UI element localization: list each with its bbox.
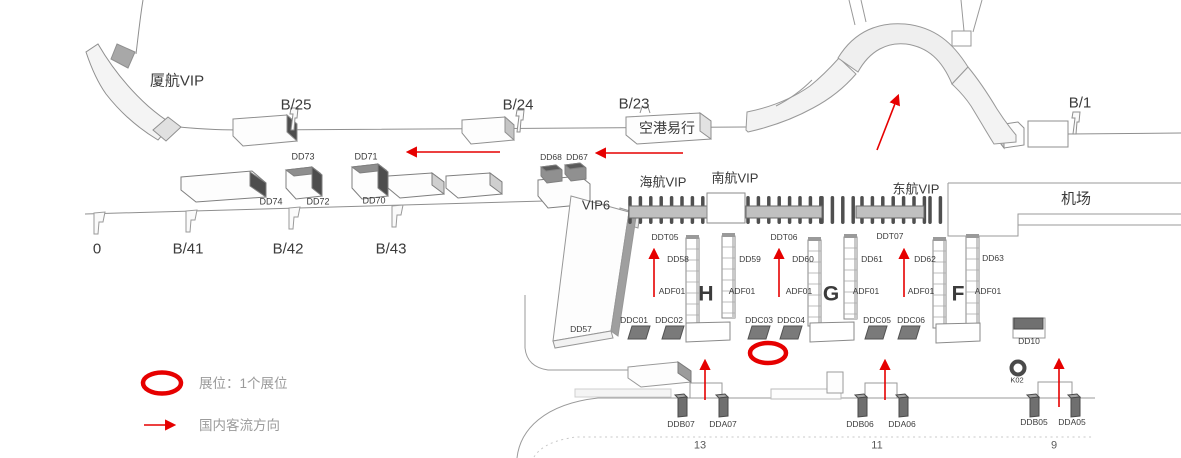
label-dd73: DD73: [291, 151, 315, 162]
label-k02: K02: [1010, 375, 1024, 385]
label-gate-b24: B/24: [502, 96, 534, 114]
label-ddc02: DDC02: [655, 314, 683, 325]
label-adf01-f-right: ADF01: [974, 285, 1002, 296]
dd10-booth: [1012, 317, 1046, 339]
label-ddc01: DDC01: [620, 314, 648, 325]
label-dd59: DD59: [739, 253, 761, 264]
terminal-outline: [947, 182, 1181, 237]
booth-marker-ellipse: [747, 340, 789, 366]
label-gate-b1: B/1: [1068, 94, 1092, 112]
label-gate-b40: 0: [92, 240, 102, 258]
label-konggang-yixing: 空港易行: [639, 120, 695, 136]
label-dd63: DD63: [982, 252, 1004, 263]
pier-h-base: [685, 321, 731, 343]
vip-pillar-rows: [628, 192, 943, 224]
k02-ring-icon: [1009, 359, 1027, 377]
ddt05-bar: [628, 205, 708, 219]
label-stand-9: 9: [1050, 439, 1058, 452]
label-adf01-g-right: ADF01: [852, 285, 880, 296]
label-dda07: DDA07: [709, 418, 737, 429]
gate-post-b25: [289, 107, 299, 131]
label-adf01-f-left: ADF01: [907, 285, 935, 296]
label-dd61: DD61: [861, 253, 883, 264]
legend-flow-arrow-icon: [144, 419, 177, 431]
label-ddc04: DDC04: [777, 314, 805, 325]
mid-booth-row: [180, 162, 591, 209]
gate-bridge-icon-b42: [288, 206, 301, 230]
flow-arrows: [405, 93, 1065, 407]
label-gate-b23: B/23: [618, 95, 650, 113]
label-dd10: DD10: [1018, 335, 1040, 346]
label-ddb05: DDB05: [1020, 416, 1048, 427]
label-ddt07: DDT07: [876, 230, 904, 241]
gate-post-b24: [515, 109, 525, 133]
label-donghang-vip: 东航VIP: [892, 181, 940, 197]
label-nanhang-vip: 南航VIP: [711, 170, 759, 186]
label-adf01-h-left: ADF01: [658, 285, 686, 296]
label-dd67: DD67: [566, 151, 588, 162]
label-adf01-g-left: ADF01: [785, 285, 813, 296]
label-ddc05: DDC05: [863, 314, 891, 325]
ddt06-bar: [745, 205, 823, 219]
flow-arrow-ramp: [876, 93, 900, 151]
label-ddb07: DDB07: [667, 418, 695, 429]
ddc-booth-boxes: [627, 325, 921, 340]
gate-bridge-icon-b43: [391, 204, 404, 228]
label-dd68: DD68: [540, 151, 562, 162]
label-dd70: DD70: [362, 195, 386, 206]
label-dd57: DD57: [570, 323, 592, 334]
xiamen-vip-corridor: [85, 0, 182, 142]
stand-posts: [673, 393, 1082, 418]
legend-booth-marker-icon: [140, 370, 184, 396]
label-jichang: 机场: [1060, 190, 1092, 208]
label-ddt06: DDT06: [770, 231, 798, 242]
label-gate-b43: B/43: [375, 240, 407, 258]
label-gate-b42: B/42: [272, 240, 304, 258]
label-dd58: DD58: [667, 253, 689, 264]
label-pier-f: F: [951, 282, 965, 306]
label-gate-b41: B/41: [172, 240, 204, 258]
pier-g-base: [809, 321, 855, 343]
gate-post-b1: [1071, 111, 1081, 135]
label-dd62: DD62: [914, 253, 936, 264]
gate-bridge-icon-b40: [93, 211, 106, 235]
label-ddt05: DDT05: [651, 231, 679, 242]
legend-booth-label: 展位：1个展位: [199, 376, 288, 391]
label-vip6: VIP6: [581, 197, 611, 213]
label-dda05: DDA05: [1058, 416, 1086, 427]
label-ddb06: DDB06: [846, 418, 874, 429]
label-dd74: DD74: [259, 196, 283, 207]
piers: [685, 233, 981, 344]
label-hainan-vip: 海航VIP: [639, 174, 687, 190]
label-dd72: DD72: [306, 196, 330, 207]
elevated-ramp: [745, 0, 1017, 145]
top-gate-boxes: [232, 106, 1081, 150]
pier-f-base: [935, 322, 981, 344]
bottom-floor: [516, 295, 1095, 458]
label-stand-13: 13: [693, 439, 707, 452]
gate-bridge-icon-b41: [185, 209, 198, 233]
label-ddc03: DDC03: [745, 314, 773, 325]
label-xiamen-vip: 厦航VIP: [149, 72, 205, 90]
pier-columns: [685, 233, 980, 329]
label-adf01-h-right: ADF01: [728, 285, 756, 296]
vip6-slab: [552, 195, 641, 349]
label-ddc06: DDC06: [897, 314, 925, 325]
label-stand-11: 11: [871, 439, 883, 452]
nanhang-vip-box: [706, 192, 746, 224]
label-dd60: DD60: [792, 253, 814, 264]
label-dda06: DDA06: [888, 418, 916, 429]
label-dd71: DD71: [354, 151, 378, 162]
ddt07-bar: [855, 205, 925, 219]
label-gate-b25: B/25: [280, 96, 312, 114]
legend-flow-label: 国内客流方向: [199, 418, 280, 433]
label-pier-h: H: [698, 282, 714, 306]
gate-bridge-icons: [93, 204, 404, 235]
label-pier-g: G: [822, 282, 840, 306]
